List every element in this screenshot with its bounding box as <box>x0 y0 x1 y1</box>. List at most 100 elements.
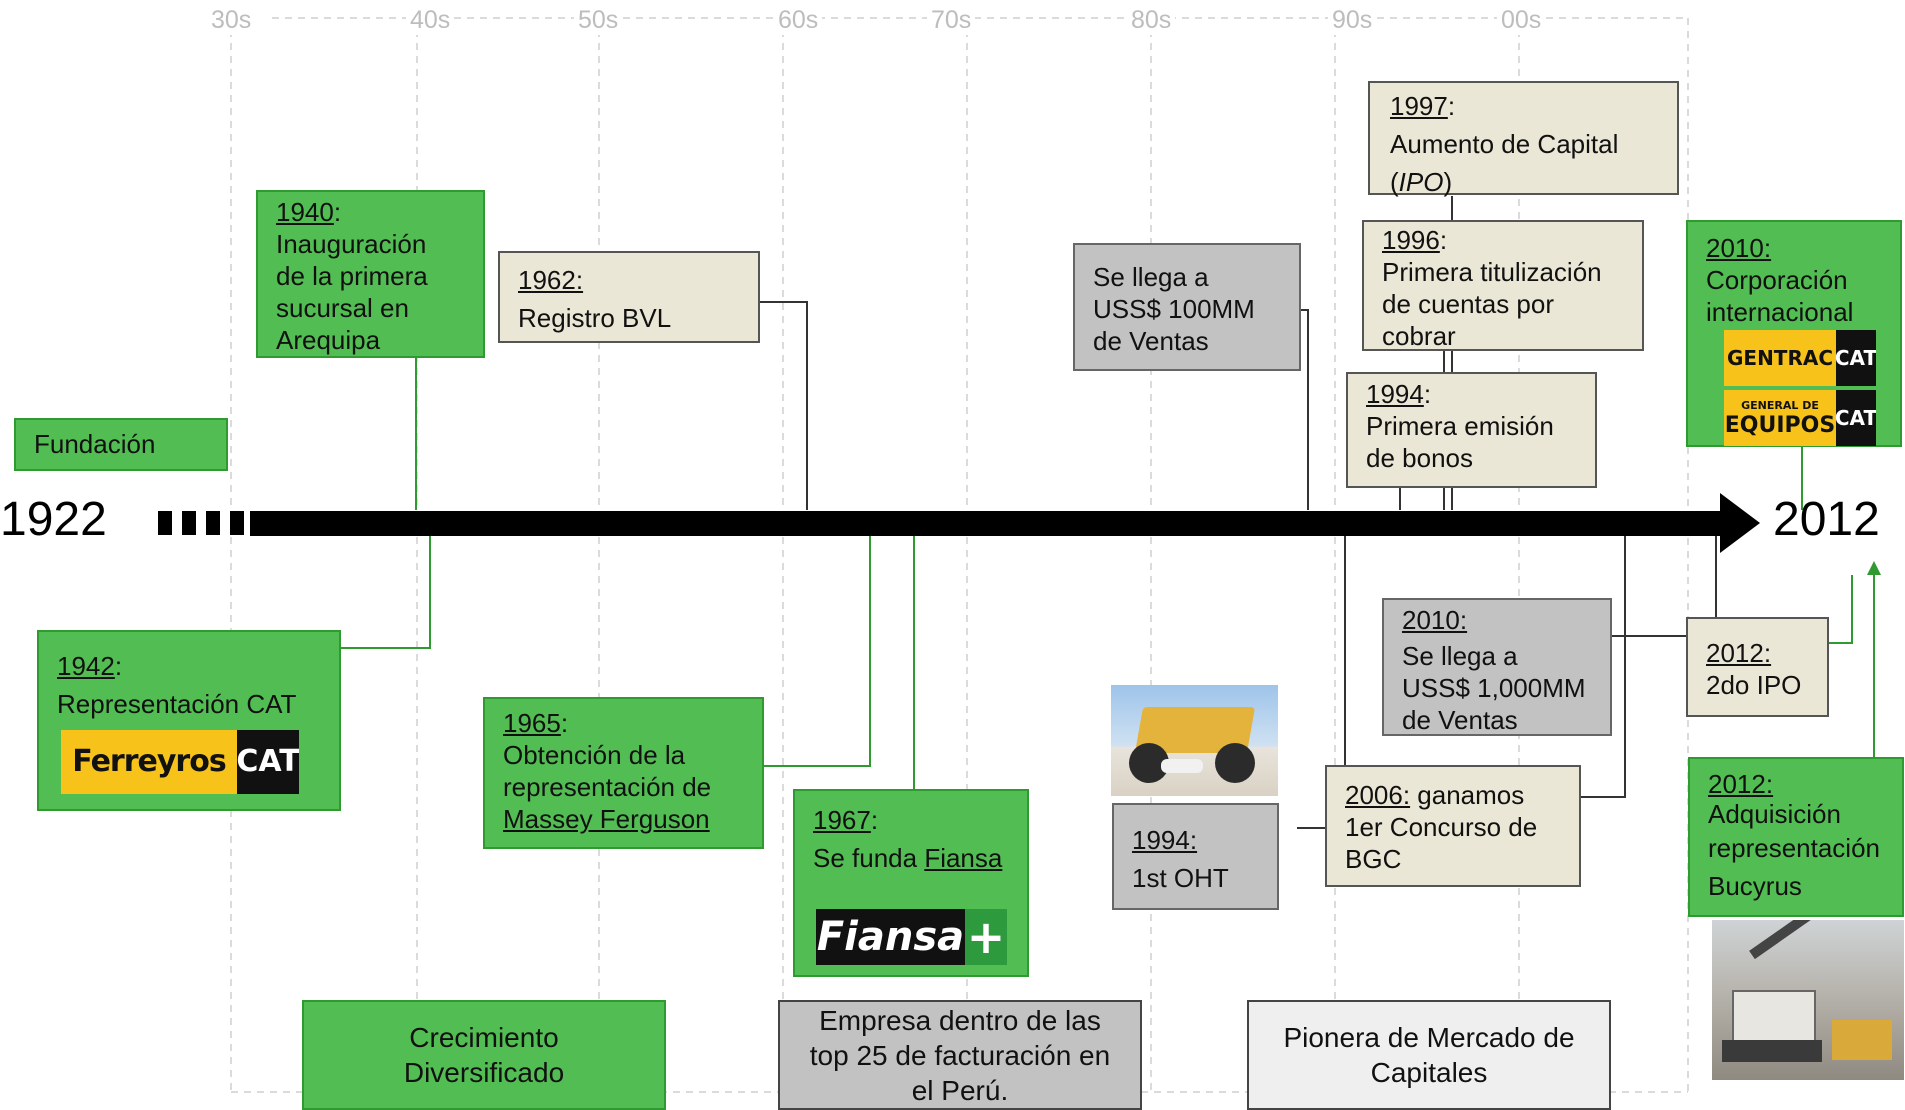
event-2012-ipo: 2012: 2do IPO <box>1686 617 1829 717</box>
fiansa-plus-icon: + <box>965 909 1007 965</box>
event-2010-ventas-line3: de Ventas <box>1402 705 1518 735</box>
event-1940-line2: de la primera <box>276 261 428 291</box>
event-2010-corporacion: 2010: Corporación internacional GENTRAC … <box>1686 220 1902 447</box>
event-2010-corp-year: 2010: <box>1706 233 1772 263</box>
event-1996-line2: de cuentas por <box>1382 289 1555 319</box>
event-1965-line2: representación de <box>503 772 712 802</box>
event-2012-bucyrus: 2012: Adquisición representación Bucyrus <box>1688 757 1904 917</box>
event-2012-bucyrus-line3: Bucyrus <box>1708 871 1802 901</box>
era-pionera-line2: Capitales <box>1370 1057 1488 1088</box>
decade-label-00s: 00s <box>1497 6 1546 35</box>
start-year: 1922 <box>0 493 107 546</box>
event-1996-sep: : <box>1439 225 1448 255</box>
era-top25-line2: top 25 de facturación en <box>809 1039 1111 1071</box>
event-1996-line3: cobrar <box>1382 321 1456 351</box>
event-2006-line2: 1er Concurso de <box>1345 812 1538 842</box>
event-1997-ipo: IPO <box>1398 167 1444 197</box>
general-de-text: GENERAL DE <box>1741 399 1819 412</box>
event-1942-text: Representación CAT <box>57 689 297 719</box>
event-1940: 1940: Inauguración de la primera sucursa… <box>256 190 485 358</box>
equipos-cat-badge: CAT <box>1835 390 1876 446</box>
ferreyros-cat-logo: Ferreyros CAT <box>61 730 299 794</box>
event-1940-sep: : <box>333 197 342 227</box>
event-1997: 1997: Aumento de Capital (IPO) <box>1368 81 1679 197</box>
era-pionera-mercado-capitales: Pionera de Mercado de Capitales <box>1247 1000 1611 1110</box>
era-pionera-line1: Pionera de Mercado de <box>1283 1022 1575 1053</box>
event-1994-bonos: 1994: Primera emisión de bonos <box>1346 372 1597 488</box>
event-1997-year: 1997 <box>1390 91 1448 121</box>
era-top25: Empresa dentro de las top 25 de facturac… <box>778 1000 1142 1110</box>
event-1967: 1967: Se funda Fiansa Fiansa + <box>793 789 1029 977</box>
event-1965-year: 1965 <box>503 708 561 738</box>
event-2010-ventas-line2: USS$ 1,000MM <box>1402 673 1586 703</box>
event-1994-oht-text: 1st OHT <box>1132 863 1229 893</box>
gentrac-logo-text: GENTRAC <box>1726 346 1833 370</box>
decade-label-40s: 40s <box>406 6 455 35</box>
event-1997-paren-close: ) <box>1443 167 1453 197</box>
fiansa-logo: Fiansa + <box>816 909 1007 965</box>
event-2010-corp-line2: internacional <box>1706 297 1854 327</box>
event-1994-bonos-sep: : <box>1423 379 1432 409</box>
end-year: 2012 <box>1773 493 1880 546</box>
massey-ferguson-link[interactable]: Massey Ferguson <box>503 804 710 834</box>
event-ventas-100mm: Se llega a USS$ 100MM de Ventas <box>1073 243 1301 371</box>
event-2010-ventas-line1: Se llega a <box>1402 641 1518 671</box>
event-1996-line1: Primera titulización <box>1382 257 1602 287</box>
event-2012-bucyrus-line2: representación <box>1708 833 1880 863</box>
event-1997-line1: Aumento de Capital <box>1390 129 1619 159</box>
gentrac-cat-badge: CAT <box>1835 330 1876 386</box>
main-timeline-arrow <box>158 493 1760 553</box>
event-1942-year: 1942 <box>57 651 115 681</box>
event-2010-ventas-year: 2010: <box>1402 605 1468 635</box>
decade-label-30s: 30s <box>207 6 256 35</box>
event-2010-corp-line1: Corporación <box>1706 265 1848 295</box>
general-de-equipos-cat-logo: GENERAL DE EQUIPOS CAT <box>1724 390 1876 446</box>
decade-label-90s: 90s <box>1328 6 1377 35</box>
event-1994-bonos-line2: de bonos <box>1366 443 1473 473</box>
ventas-100mm-line3: de Ventas <box>1093 326 1209 356</box>
event-2006: 2006: ganamos 1er Concurso de BGC <box>1325 765 1581 887</box>
event-1997-sep: : <box>1447 91 1456 121</box>
event-2012-bucyrus-year: 2012: <box>1708 769 1774 799</box>
event-1942-sep: : <box>114 651 123 681</box>
event-1962-year: 1962: <box>518 265 584 295</box>
event-1940-year: 1940 <box>276 197 334 227</box>
ferreyros-logo-text: Ferreyros <box>72 744 226 779</box>
event-1994-oht-year: 1994: <box>1132 825 1198 855</box>
event-1967-sep: : <box>870 805 879 835</box>
event-fundacion-label: Fundación <box>34 429 156 459</box>
event-2006-year: 2006: <box>1345 780 1411 810</box>
event-2012-ipo-text: 2do IPO <box>1706 670 1802 700</box>
decade-label-60s: 60s <box>774 6 823 35</box>
event-1962: 1962: Registro BVL <box>498 251 760 343</box>
era-top25-line3: el Perú. <box>911 1074 1009 1106</box>
event-1965: 1965: Obtención de la representación de … <box>483 697 764 849</box>
ventas-100mm-line1: Se llega a <box>1093 262 1209 292</box>
mining-shovel-photo <box>1712 920 1904 1080</box>
event-1942: 1942: Representación CAT Ferreyros CAT <box>37 630 341 811</box>
ventas-100mm-line2: USS$ 100MM <box>1093 294 1255 324</box>
haul-truck-photo <box>1111 685 1278 796</box>
event-2006-line3: BGC <box>1345 844 1402 874</box>
event-1965-sep: : <box>560 708 569 738</box>
fiansa-logo-text: Fiansa <box>816 914 965 960</box>
decade-label-80s: 80s <box>1127 6 1176 35</box>
era-crecimiento-diversificado: Crecimiento Diversificado <box>302 1000 666 1110</box>
event-1994-oht: 1994: 1st OHT <box>1112 803 1279 910</box>
event-1940-line4: Arequipa <box>276 325 381 355</box>
event-1967-text: Se funda <box>813 843 925 873</box>
era-top25-line1: Empresa dentro de las <box>819 1004 1101 1036</box>
event-1965-line1: Obtención de la <box>503 740 686 770</box>
event-1994-bonos-year: 1994 <box>1366 379 1424 409</box>
event-1997-paren-open: ( <box>1390 167 1399 197</box>
era-crecimiento-line1: Crecimiento <box>409 1022 559 1053</box>
event-fundacion: Fundación <box>14 418 228 471</box>
fiansa-link[interactable]: Fiansa <box>924 843 1003 873</box>
event-1996-year: 1996 <box>1382 225 1440 255</box>
event-1940-line3: sucursal en <box>276 293 409 323</box>
event-2010-ventas: 2010: Se llega a USS$ 1,000MM de Ventas <box>1382 598 1612 736</box>
event-1996: 1996: Primera titulización de cuentas po… <box>1362 220 1644 351</box>
event-2012-bucyrus-line1: Adquisición <box>1708 799 1841 829</box>
cat-logo-badge: CAT <box>236 730 299 794</box>
general-de-equipos-text: GENERAL DE EQUIPOS <box>1724 398 1836 438</box>
